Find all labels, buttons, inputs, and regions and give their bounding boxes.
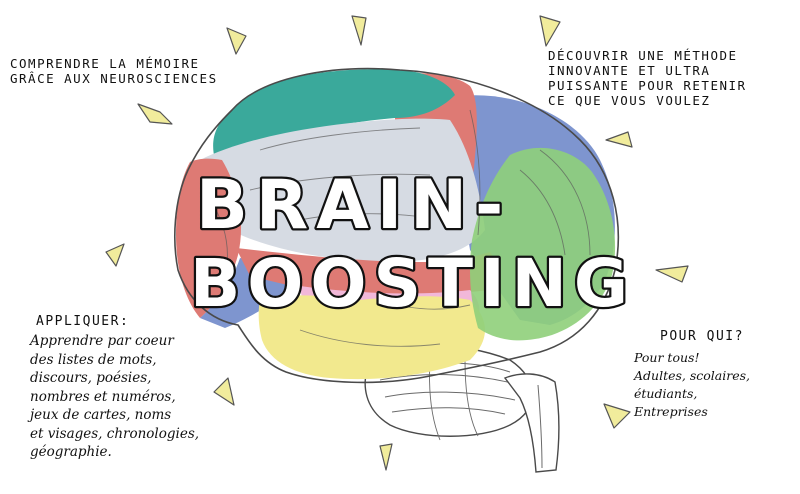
spark-icon bbox=[379, 443, 393, 471]
understand-memory-note: COMPRENDRE LA MÉMOIRE GRÂCE AUX NEUROSCI… bbox=[10, 56, 218, 86]
spark-group bbox=[105, 15, 689, 471]
spark-icon bbox=[105, 243, 125, 267]
spark-icon bbox=[137, 103, 173, 125]
apply-heading: APPLIQUER: bbox=[36, 314, 130, 329]
spark-icon bbox=[226, 27, 247, 55]
cortex bbox=[174, 67, 620, 384]
spark-icon bbox=[603, 403, 631, 429]
spark-icon bbox=[655, 265, 689, 283]
for-whom-heading: POUR QUI? bbox=[660, 329, 744, 344]
brain-stem bbox=[503, 373, 560, 473]
headline-line-1: BRAIN- bbox=[196, 166, 511, 245]
spark-icon bbox=[213, 377, 235, 406]
spark-icon bbox=[605, 131, 633, 148]
spark-icon bbox=[539, 15, 561, 47]
for-whom-list: Pour tous! Adultes, scolaires, étudiants… bbox=[634, 350, 751, 419]
discover-method-note: DÉCOUVRIR UNE MÉTHODE INNOVANTE ET ULTRA… bbox=[548, 48, 747, 108]
headline: BRAIN- BOOSTING bbox=[188, 164, 635, 325]
apply-list: Apprendre par coeur des listes de mots, … bbox=[30, 333, 200, 460]
headline-line-2: BOOSTING bbox=[190, 245, 635, 322]
spark-icon bbox=[351, 15, 367, 46]
